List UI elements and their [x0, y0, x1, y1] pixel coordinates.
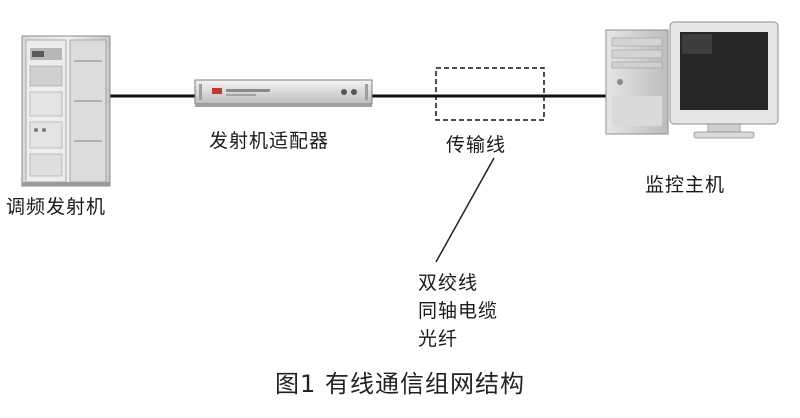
- figure-caption: 图1 有线通信组网结构: [275, 370, 525, 398]
- media-pointer-line: [435, 157, 495, 263]
- desktop-computer-icon: [605, 21, 779, 139]
- transmitter-label: 调频发射机: [6, 196, 107, 218]
- adapter-label: 发射机适配器: [209, 130, 330, 152]
- transmission-line-label: 传输线: [446, 134, 507, 156]
- fm-transmitter-cabinet-icon: [21, 35, 111, 187]
- monitor-host-label: 监控主机: [645, 174, 726, 196]
- transmission-line-box: [435, 67, 545, 121]
- media-coaxial-cable: 同轴电缆: [418, 300, 499, 322]
- media-optical-fiber: 光纤: [418, 328, 459, 350]
- media-twisted-pair: 双绞线: [418, 272, 479, 294]
- rack-adapter-icon: [194, 79, 373, 107]
